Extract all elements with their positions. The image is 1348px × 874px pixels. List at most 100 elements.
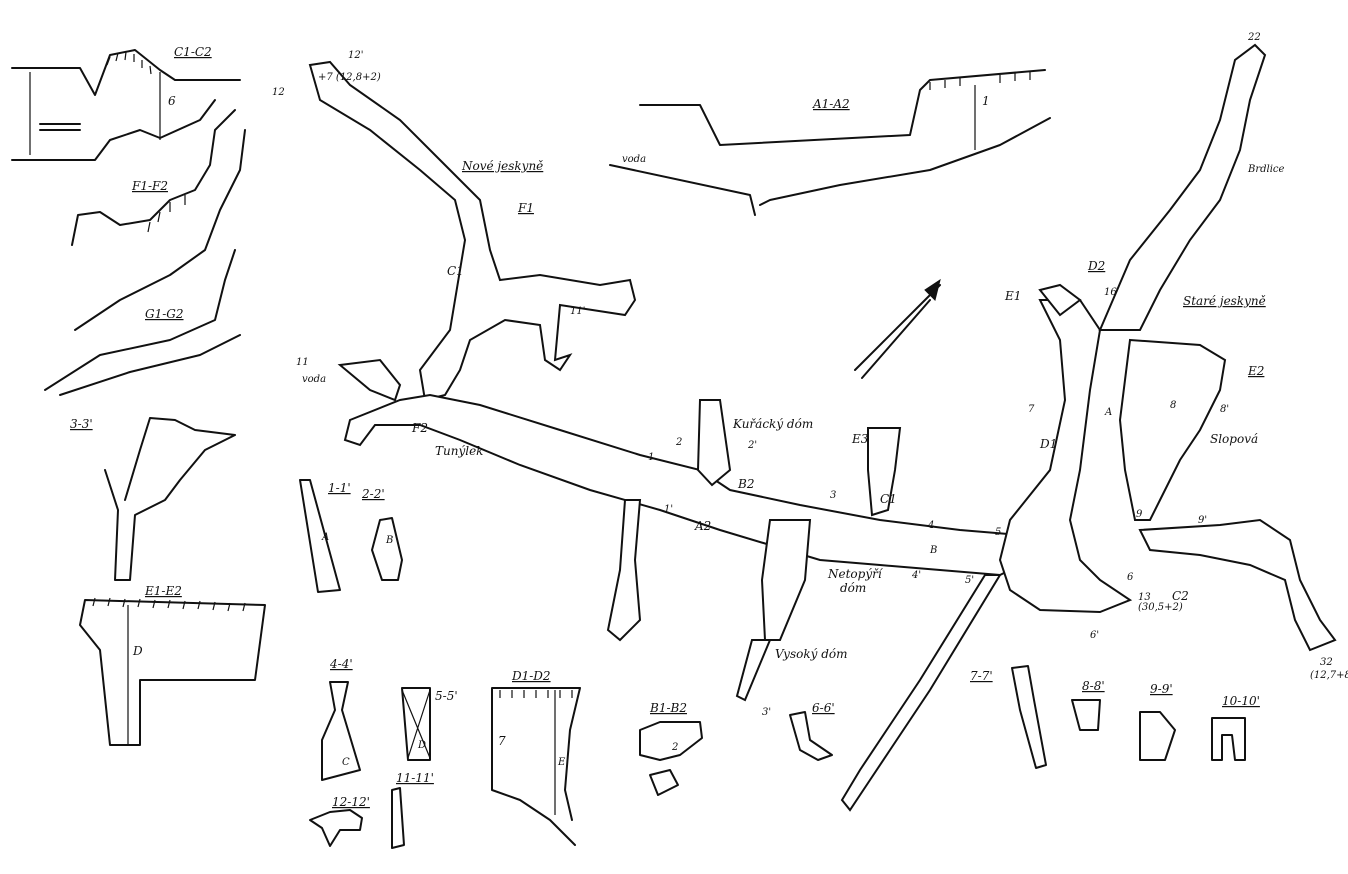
- height-label: 6: [168, 94, 176, 108]
- section-12-12: 12-12': [309, 795, 370, 847]
- point-E1: E1: [1004, 289, 1021, 303]
- section-f1-f2: F1-F2: [71, 109, 246, 331]
- water-label: voda: [622, 154, 646, 165]
- section-title: 10-10': [1222, 694, 1260, 708]
- section-title: G1-G2: [145, 307, 184, 321]
- place-slopova: Slopová: [1210, 432, 1258, 446]
- point-B2: B2: [737, 477, 754, 491]
- altitude-note: (12,7+8): [1310, 670, 1348, 681]
- section-6-6: 6-6': [789, 701, 835, 761]
- point-8: 8: [1170, 400, 1176, 411]
- point-2: 2: [675, 437, 682, 448]
- point-F1: F1: [517, 201, 534, 215]
- point-11: 11: [296, 357, 309, 368]
- place-kuracky-dom: Kuřácký dóm: [732, 417, 813, 431]
- letter-B: B: [929, 545, 937, 556]
- section-letter: C: [342, 757, 350, 768]
- section-5-5: D 5-5': [401, 687, 458, 761]
- section-title: 5-5': [435, 689, 458, 703]
- place-vysoky-dom: Vysoký dóm: [775, 647, 848, 661]
- point-12p: 12': [348, 50, 363, 61]
- section-9-9: 9-9': [1139, 682, 1176, 761]
- section-7-7: 7-7': [970, 665, 1047, 769]
- section-letter: A: [321, 532, 329, 543]
- point-G2: C1: [447, 264, 464, 278]
- point-6: 6: [1127, 572, 1134, 583]
- height-label: 2: [671, 742, 678, 753]
- section-11-11: 11-11': [391, 771, 434, 849]
- point-5p: 5': [965, 575, 974, 586]
- section-title: B1-B2: [649, 701, 687, 715]
- section-title: 4-4': [329, 657, 353, 671]
- cave-plan: [308, 43, 1337, 812]
- point-12: 12: [272, 87, 285, 98]
- section-title: F1-F2: [131, 179, 168, 193]
- section-title: 11-11': [396, 771, 434, 785]
- point-E2: E2: [1247, 364, 1264, 378]
- point-F2: F2: [411, 421, 428, 435]
- point-16: 16: [1104, 287, 1117, 298]
- section-title: E1-E2: [144, 584, 182, 598]
- point-A2: A2: [694, 519, 711, 533]
- point-6p: 6': [1090, 630, 1099, 641]
- section-2-2: B 2-2': [361, 487, 403, 581]
- point-32: 32: [1320, 657, 1333, 668]
- section-title: 7-7': [970, 669, 993, 683]
- section-3-3: 3-3': [70, 417, 236, 581]
- section-title: A1-A2: [812, 97, 850, 111]
- water-label: voda: [302, 374, 326, 385]
- point-3: 3: [830, 490, 836, 501]
- point-22: 22: [1247, 32, 1261, 43]
- section-b1-b2: 2 B1-B2: [639, 701, 703, 796]
- section-title: C1-C2: [174, 45, 212, 59]
- section-title: 1-1': [328, 481, 351, 495]
- point-4: 4: [927, 520, 934, 531]
- point-2p: 2': [747, 440, 757, 451]
- section-g1-g2: G1-G2: [44, 249, 241, 396]
- section-letter: D: [417, 740, 426, 751]
- section-d1-d2: 7 E D1-D2: [491, 669, 581, 846]
- place-tunylek: Tunýlek: [435, 444, 483, 458]
- letter-A: A: [1104, 407, 1112, 418]
- place-netopyri-dom: dóm: [840, 581, 866, 595]
- section-4-4: C 4-4': [321, 657, 361, 781]
- section-c1-c2: 6 C1-C2: [11, 45, 241, 161]
- section-letter: B: [385, 535, 393, 546]
- section-title: 12-12': [332, 795, 370, 809]
- section-letter: D: [132, 644, 143, 658]
- place-netopyri: Netopýří: [827, 567, 884, 581]
- point-4p: 4': [911, 570, 921, 581]
- point-D2: D2: [1087, 259, 1105, 273]
- altitude-note: (30,5+2): [1138, 602, 1183, 613]
- section-e1-e2: D E1-E2: [79, 584, 266, 746]
- point-5: 5: [995, 527, 1001, 538]
- point-7: 7: [1028, 404, 1035, 415]
- section-title: 2-2': [361, 487, 385, 501]
- point-8p: 8': [1220, 404, 1229, 415]
- place-brdlice: Brdlice: [1247, 164, 1285, 175]
- height-label: 1: [982, 94, 990, 108]
- point-D1: D1: [1039, 437, 1057, 451]
- section-title: 3-3': [70, 417, 93, 431]
- point-11p: 11': [570, 306, 585, 317]
- section-title: 9-9': [1150, 682, 1173, 696]
- point-C2: C2: [1172, 589, 1189, 603]
- section-1-1: A 1-1': [299, 479, 351, 593]
- point-E3: E3: [851, 432, 869, 446]
- point-9: 9: [1136, 509, 1143, 520]
- section-8-8: 8-8': [1071, 679, 1105, 731]
- place-stare-jeskyne: Staré jeskyně: [1183, 294, 1266, 308]
- section-10-10: 10-10': [1211, 694, 1260, 761]
- altitude-note: +7 (12,8+2): [318, 72, 381, 83]
- north-arrow-icon: [854, 278, 941, 379]
- point-13: 13: [1138, 592, 1151, 603]
- point-1: 1: [648, 452, 654, 463]
- section-a1-a2: 1 voda A1-A2: [609, 69, 1051, 216]
- point-3p: 3': [762, 707, 771, 718]
- place-nove-jeskyne: Nové jeskyně: [461, 159, 543, 173]
- point-C1: C1: [880, 492, 897, 506]
- point-9p: 9': [1198, 515, 1207, 526]
- point-1p: 1': [664, 504, 673, 515]
- height-label: 7: [498, 734, 506, 748]
